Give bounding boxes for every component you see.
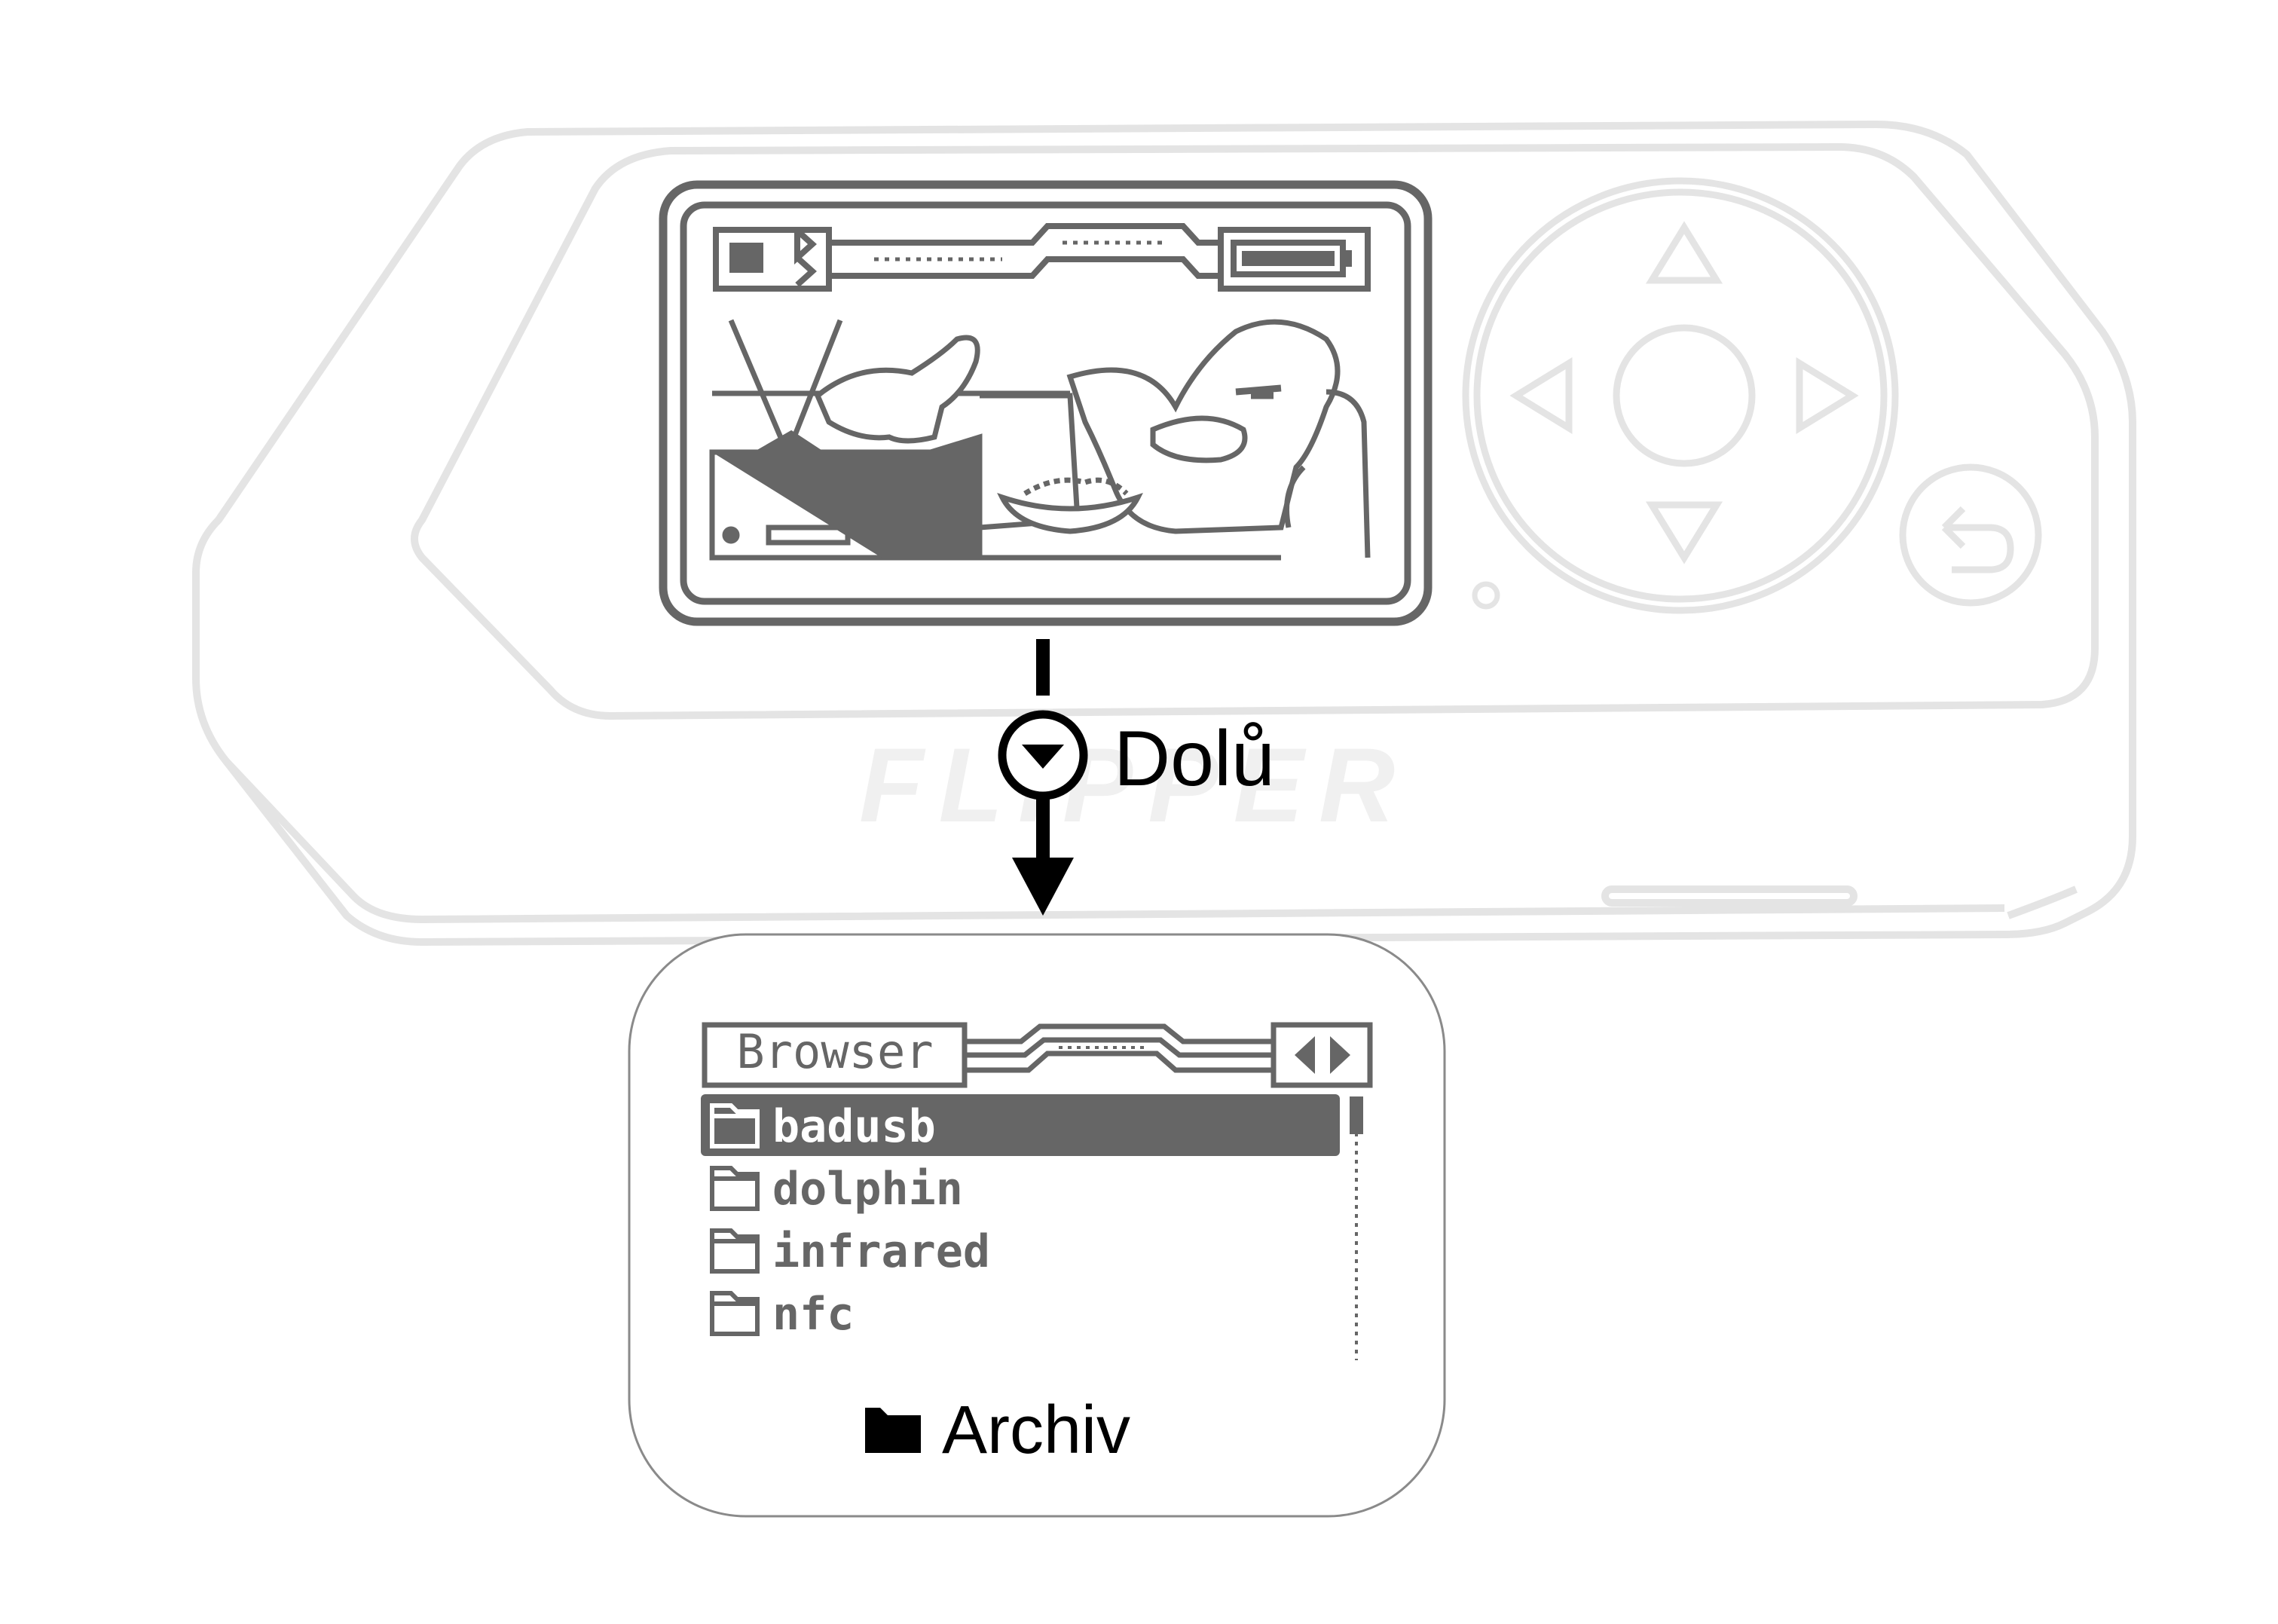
- right-arrow-icon: [1796, 356, 1859, 435]
- list-item-label: badusb: [772, 1100, 936, 1153]
- tv-antenna: [728, 319, 843, 446]
- browser-title-box: [702, 1022, 968, 1088]
- dolphin-eye: [1235, 384, 1282, 399]
- browser-header: [702, 1022, 1373, 1088]
- battery-fill: [1242, 251, 1335, 266]
- header-circuit-mid: [965, 1037, 1274, 1058]
- status-circuit-dots: [874, 240, 1168, 261]
- browser-screen: Browser badusb dolphin infrared nfc Archiv: [628, 933, 1446, 1518]
- ok-button: [1613, 324, 1756, 467]
- status-right-box: [1218, 227, 1371, 292]
- screen-status-bar: [713, 223, 1371, 292]
- popcorn-bowl: [997, 493, 1143, 534]
- status-led: [1472, 581, 1500, 610]
- brand-text: FLIPPER: [859, 726, 1410, 844]
- list-item[interactable]: infrared: [710, 1225, 990, 1278]
- status-circuit-top: [829, 223, 1221, 246]
- tv-panel: [766, 525, 851, 546]
- list-item[interactable]: nfc: [710, 1288, 854, 1341]
- down-arrow-icon: [1645, 501, 1723, 564]
- device-inner-bevel: [411, 143, 2099, 720]
- arrow-shaft-bottom: [1036, 799, 1050, 867]
- folder-outline-icon: [710, 1166, 760, 1211]
- tv-body-fill: [889, 460, 972, 554]
- file-list: badusb dolphin infrared nfc: [701, 1094, 1340, 1341]
- scrollbar-thumb: [1350, 1096, 1363, 1134]
- left-arrow-icon: [1509, 356, 1573, 435]
- folder-outline-icon: [710, 1103, 760, 1148]
- d-pad-ring-inner: [1473, 188, 1888, 603]
- d-pad-ring: [1462, 177, 1899, 614]
- dolphin-tail: [814, 335, 980, 444]
- device-outer-shell: [192, 121, 2136, 946]
- list-item-label: dolphin: [772, 1163, 963, 1216]
- back-button-ring: [1899, 463, 2042, 607]
- arrow-head: [1012, 858, 1074, 916]
- list-item-label: nfc: [772, 1288, 854, 1341]
- list-item-label: infrared: [772, 1225, 990, 1278]
- screen-frame-inner: [680, 201, 1411, 605]
- battery-icon: [1231, 240, 1346, 277]
- list-item[interactable]: badusb: [710, 1100, 936, 1153]
- folder-filled-icon: [865, 1408, 921, 1453]
- device-lower-edge: [223, 758, 2005, 923]
- back-icon: [1941, 506, 2014, 573]
- browser-title: Browser: [736, 1024, 933, 1079]
- device-screen: [659, 180, 1433, 626]
- d-pad: [1462, 177, 1899, 614]
- up-arrow-icon: [1645, 221, 1723, 284]
- caption: Archiv: [865, 1393, 1130, 1468]
- transition-label: Dolů: [1114, 715, 1275, 803]
- left-arrow-icon: [1295, 1036, 1315, 1074]
- transition: Dolů: [998, 639, 1275, 916]
- device-side-slot: [1601, 885, 1858, 907]
- header-circuit-bottom: [965, 1051, 1274, 1073]
- idle-scene: [709, 319, 1371, 561]
- file-list-items: badusb dolphin infrared nfc: [710, 1100, 990, 1341]
- bluetooth-icon: [794, 228, 817, 287]
- arrow-shaft-top: [1036, 639, 1050, 696]
- device-corner-slot: [2007, 885, 2078, 919]
- flipper-device: [192, 121, 2136, 946]
- dolphin-snout: [1150, 415, 1248, 463]
- down-button-triangle: [1022, 745, 1064, 769]
- selection-highlight: [701, 1094, 1340, 1156]
- status-left-box: [713, 227, 832, 292]
- couch-back: [1284, 389, 1371, 558]
- sd-card-icon: [729, 243, 763, 273]
- folder-outline-icon: [710, 1228, 760, 1274]
- right-arrow-icon: [1330, 1036, 1350, 1074]
- scrollbar: [1350, 1096, 1363, 1360]
- back-button: [1899, 463, 2042, 607]
- nav-arrows-box: [1270, 1022, 1373, 1088]
- list-item[interactable]: dolphin: [710, 1163, 963, 1216]
- caption-label: Archiv: [942, 1393, 1130, 1468]
- folder-outline-icon: [710, 1291, 760, 1336]
- header-circuit-top: [965, 1023, 1274, 1044]
- status-circuit-bottom: [829, 256, 1221, 279]
- tv-knob: [722, 526, 740, 544]
- battery-tip: [1346, 250, 1352, 267]
